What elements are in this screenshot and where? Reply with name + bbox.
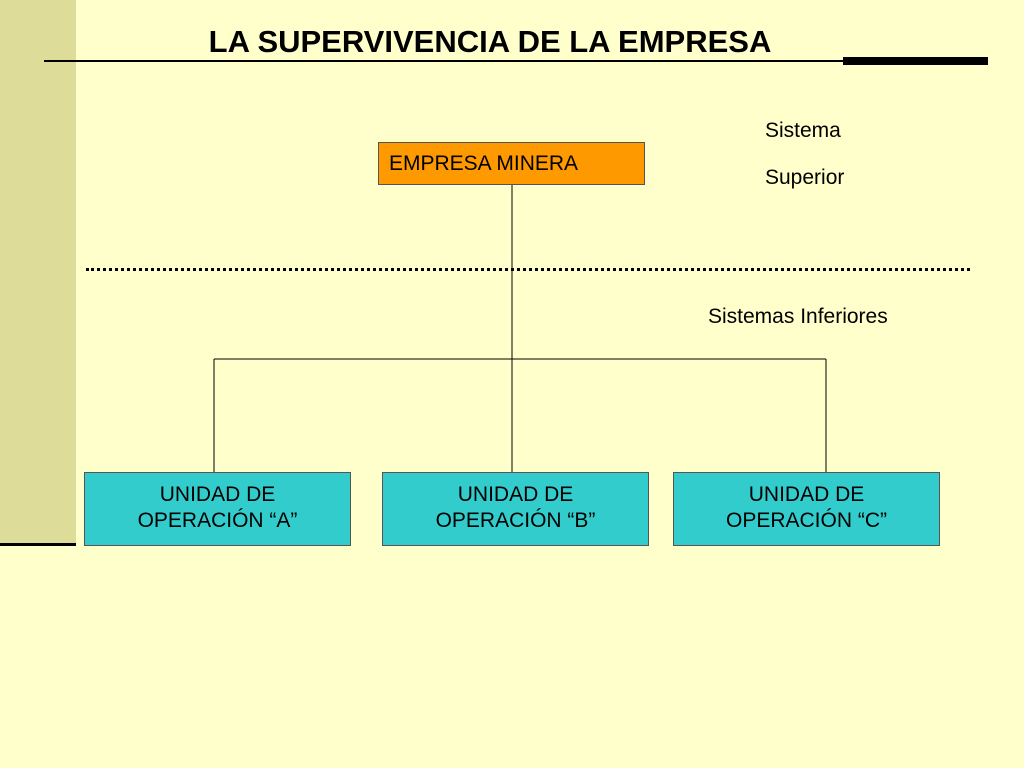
- sidebar-rule: [0, 543, 76, 546]
- node-unidad-b-line2: OPERACIÓN “B”: [435, 509, 596, 532]
- node-unidad-c: UNIDAD DE OPERACIÓN “C”: [673, 472, 940, 546]
- slide-title: LA SUPERVIVENCIA DE LA EMPRESA: [208, 24, 772, 59]
- label-sistemas-inferiores: Sistemas Inferiores: [708, 305, 888, 328]
- title-underline-thick: [843, 57, 988, 65]
- node-unidad-b: UNIDAD DE OPERACIÓN “B”: [382, 472, 649, 546]
- node-unidad-a-line2: OPERACIÓN “A”: [137, 509, 298, 532]
- dotted-divider: [86, 268, 970, 271]
- title-underline: [44, 60, 844, 62]
- node-empresa-minera: EMPRESA MINERA: [378, 142, 645, 185]
- node-unidad-a-line1: UNIDAD DE: [159, 483, 276, 506]
- node-unidad-c-line2: OPERACIÓN “C”: [725, 509, 887, 532]
- label-superior: Superior: [765, 166, 845, 189]
- sidebar-band: [0, 0, 76, 545]
- node-unidad-a: UNIDAD DE OPERACIÓN “A”: [84, 472, 351, 546]
- node-unidad-b-line1: UNIDAD DE: [457, 483, 574, 506]
- label-sistema: Sistema: [765, 119, 841, 142]
- node-unidad-c-line1: UNIDAD DE: [748, 483, 865, 506]
